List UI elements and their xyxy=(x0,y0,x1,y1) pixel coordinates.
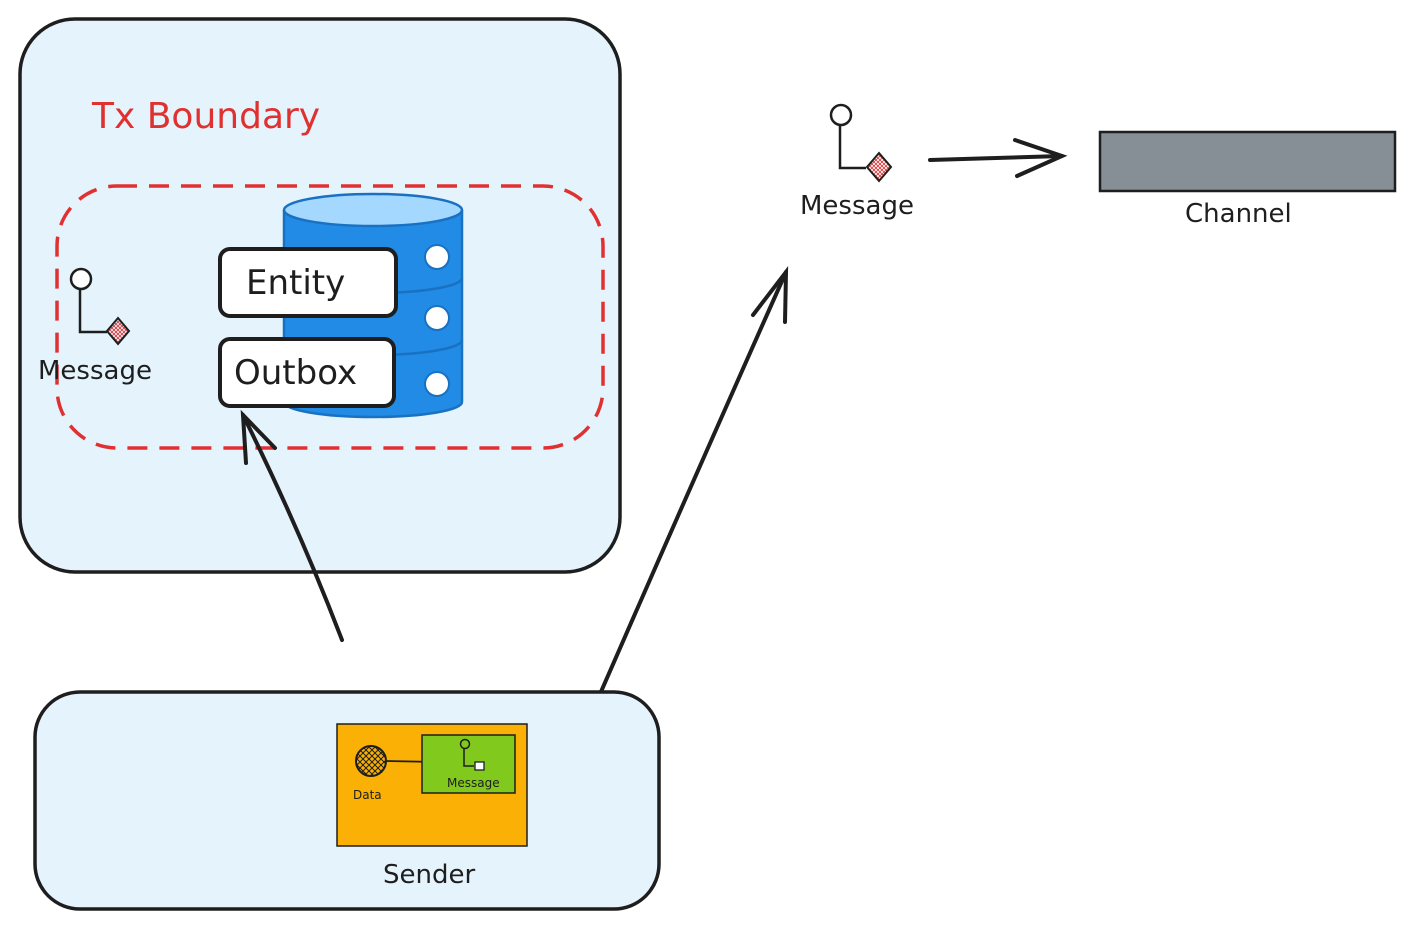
transaction-dashed-region xyxy=(55,184,605,450)
message-icon xyxy=(829,103,893,183)
sender-message-label: Message xyxy=(447,776,500,790)
arrow-sender-to-message xyxy=(578,265,789,742)
sender-message-box xyxy=(421,734,516,794)
arrow-sender-to-outbox xyxy=(240,409,344,642)
channel-label: Channel xyxy=(1185,199,1292,229)
entity-label: Entity xyxy=(246,263,345,303)
message-icon xyxy=(459,738,485,771)
channel-bar xyxy=(1098,130,1397,193)
data-icon xyxy=(355,745,387,777)
sender-label: Sender xyxy=(383,860,475,890)
tx-boundary-label: Tx Boundary xyxy=(91,96,320,137)
entity-box xyxy=(218,247,398,318)
outbox-box xyxy=(218,337,396,408)
inner-message-label: Message xyxy=(38,356,152,386)
data-label: Data xyxy=(353,788,382,802)
outbox-label: Outbox xyxy=(234,353,357,393)
outer-message-label: Message xyxy=(800,191,914,221)
message-icon xyxy=(69,267,131,346)
arrow-message-to-channel xyxy=(928,138,1068,178)
